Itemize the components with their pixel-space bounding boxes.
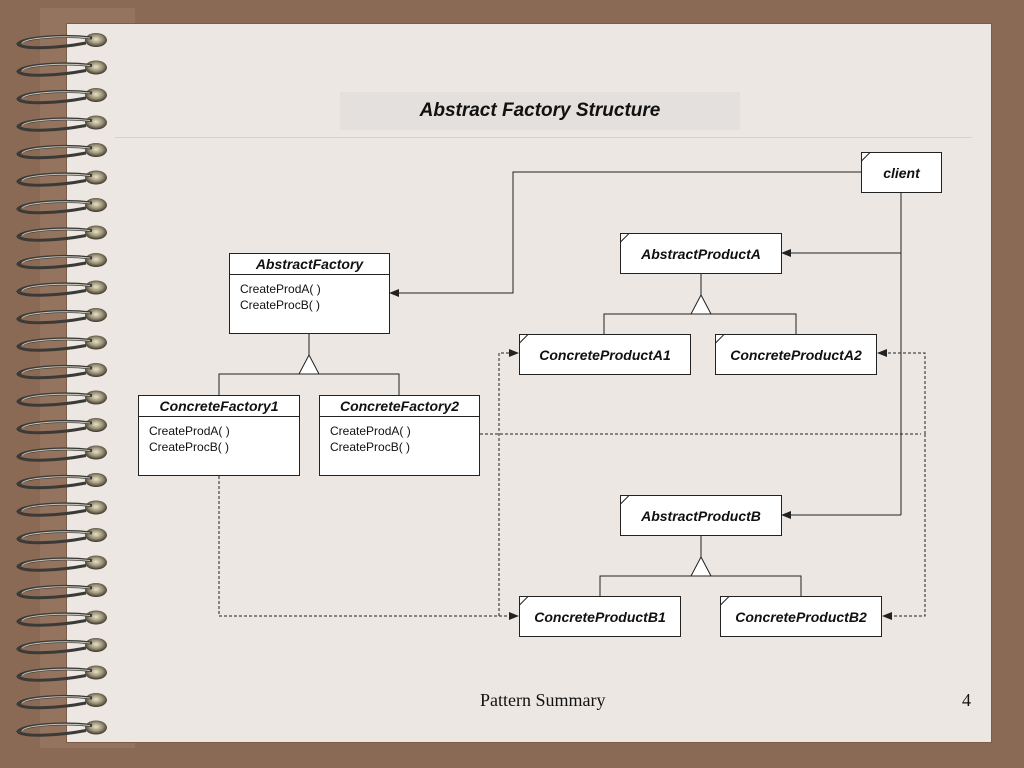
client-box: client [861,152,942,193]
client-to-abstract-factory [389,171,861,297]
binder-ring [16,335,107,352]
cf2-to-product-a2 [877,349,926,434]
binder-ring [16,170,107,187]
corner-fold [862,153,872,163]
factory-inherit-triangle [298,353,320,375]
binder-ring [16,253,107,270]
corner-fold [621,496,631,506]
binder-ring [16,665,107,682]
product-b-inherit-triangle [690,555,712,577]
concrete-factory2-box: ConcreteFactory2 CreateProdA( ) CreatePr… [319,395,480,476]
concrete-product-a2-box: ConcreteProductA2 [715,334,877,375]
concrete-factory2-name: ConcreteFactory2 [320,396,479,417]
abstract-product-a-box: AbstractProductA [620,233,782,274]
operation: CreateProcB( ) [330,440,411,454]
title-divider [115,137,972,138]
binder-ring [16,638,107,655]
corner-fold [716,335,726,345]
concrete-product-b2-box: ConcreteProductB2 [720,596,882,637]
binder-ring [16,143,107,160]
operation: CreateProdA( ) [149,424,230,438]
abstract-factory-box: AbstractFactory CreateProdA( ) CreatePro… [229,253,390,334]
client-label: client [883,164,920,181]
binder-ring [16,60,107,77]
page-number: 4 [962,690,971,710]
product-a-inherit-triangle [690,293,712,315]
operation: CreateProdA( ) [240,282,321,296]
corner-fold [721,597,731,607]
binder-ring [16,720,107,737]
binder-ring [16,693,107,710]
binder-ring [16,308,107,325]
corner-fold [520,597,530,607]
binder-ring [16,33,107,50]
binder-ring [16,390,107,407]
product-b-inherit-branch [599,575,802,596]
corner-fold [621,234,631,244]
binder-ring [16,473,107,490]
operation: CreateProcB( ) [240,298,321,312]
binder-ring [16,445,107,462]
slide-footer: Pattern Summary [480,690,606,710]
concrete-product-a1-box: ConcreteProductA1 [519,334,691,375]
abstract-product-b-box: AbstractProductB [620,495,782,536]
cf1-to-product-b1 [218,476,519,620]
concrete-product-b1-label: ConcreteProductB1 [534,608,666,625]
binder-ring [16,88,107,105]
operation: CreateProdA( ) [330,424,411,438]
concrete-product-b2-label: ConcreteProductB2 [735,608,867,625]
concrete-factory1-box: ConcreteFactory1 CreateProdA( ) CreatePr… [138,395,300,476]
binder-ring [16,500,107,517]
abstract-product-a-label: AbstractProductA [641,245,761,262]
binder-ring [16,198,107,215]
operation: CreateProcB( ) [149,440,230,454]
abstract-product-b-label: AbstractProductB [641,507,761,524]
binder-ring [16,418,107,435]
concrete-product-a1-label: ConcreteProductA1 [539,346,671,363]
cf2-to-product-b2 [882,434,926,620]
concrete-product-a2-label: ConcreteProductA2 [730,346,862,363]
binder-ring [16,363,107,380]
cf1-to-product-a1 [498,349,519,616]
abstract-factory-name: AbstractFactory [230,254,389,275]
binder-ring [16,610,107,627]
binder-ring [16,280,107,297]
concrete-product-b1-box: ConcreteProductB1 [519,596,681,637]
binder-ring [16,225,107,242]
binder-ring [16,583,107,600]
product-a-inherit-branch [603,313,797,334]
factory-inherit-branch [218,373,400,395]
binder-ring [16,528,107,545]
slide-title: Abstract Factory Structure [419,100,661,121]
title-banner [340,92,740,130]
binder-ring [16,555,107,572]
corner-fold [520,335,530,345]
binder-ring [16,115,107,132]
concrete-factory1-name: ConcreteFactory1 [139,396,299,417]
